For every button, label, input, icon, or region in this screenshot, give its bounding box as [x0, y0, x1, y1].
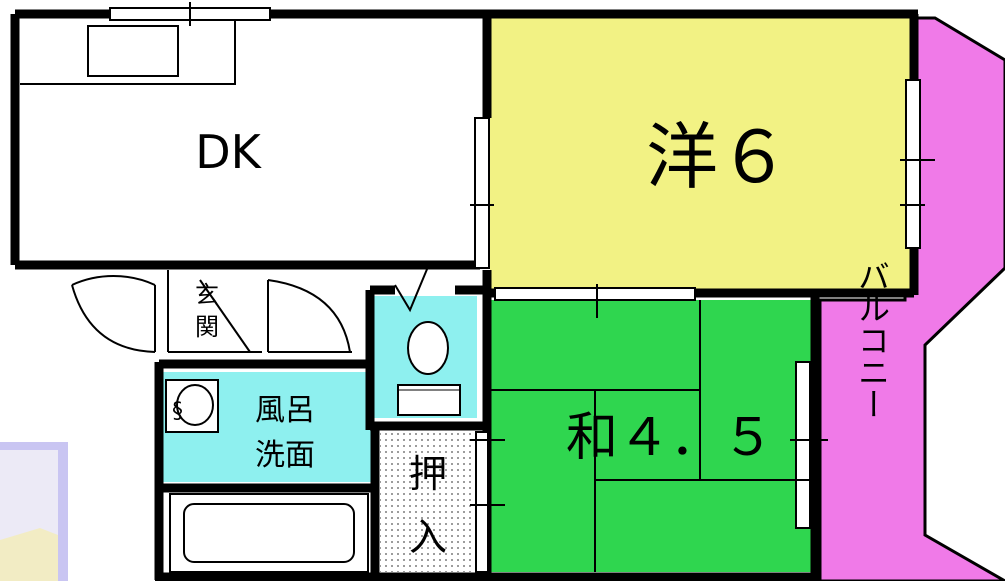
toilet-icon: [394, 261, 461, 416]
balcony-label: バルコニー: [853, 260, 891, 420]
closet-label-2: 入: [409, 515, 447, 559]
closet-door: [470, 431, 505, 573]
bath-label-2: 洗面: [255, 438, 315, 473]
japanese-room: [490, 300, 812, 572]
svg-text:§: §: [172, 399, 183, 424]
bath-door-swing: [267, 279, 352, 353]
entrance-label-2: 関: [195, 313, 219, 341]
western-room-label: 洋６: [646, 115, 790, 199]
washbasin-icon: §: [165, 379, 219, 433]
door-western-japanese: [494, 284, 696, 318]
dk-label: DK: [195, 125, 262, 179]
kitchen-counter: [20, 20, 236, 85]
bathtub-icon: [169, 493, 369, 573]
closet-area: [380, 432, 475, 572]
door-dk-western: [470, 117, 494, 269]
corner-photo-thumbnail: [0, 442, 68, 581]
bath-label-1: 風呂: [255, 393, 315, 428]
japanese-room-label: 和４．５: [566, 408, 774, 468]
tatami-lines: [490, 300, 812, 572]
balcony-area: [818, 16, 1005, 581]
window-western-right: [900, 79, 935, 249]
entrance-label-1: 玄: [195, 281, 219, 309]
closet-label-1: 押: [409, 452, 447, 496]
window-japanese-balcony: [790, 361, 828, 529]
window-dk-top: [109, 2, 271, 26]
western-room: [490, 18, 912, 290]
entrance-door-swing: [71, 270, 262, 353]
